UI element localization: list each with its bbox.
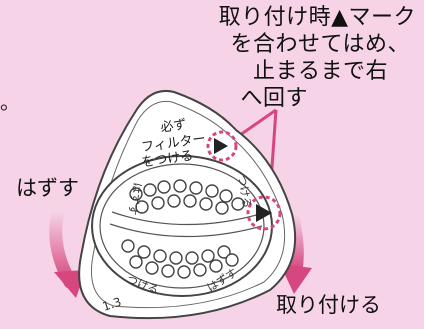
cap-label-attach-top: つける xyxy=(235,174,254,209)
align-mark-cap-icon xyxy=(246,195,282,231)
callout-line3: 止まるまで右 xyxy=(252,59,388,84)
filter-note-line1: 必ず xyxy=(160,117,188,135)
remove-label: はずす xyxy=(16,176,79,200)
callout-line1: 取り付け時▲マーク xyxy=(218,5,416,30)
attach-label: 取り付ける xyxy=(276,293,381,317)
left-stub-text: 。 xyxy=(0,90,20,114)
filter-note: 必ず フィルター をつける xyxy=(140,117,206,170)
align-mark-top-icon xyxy=(206,130,238,162)
rotate-left-arrow-icon xyxy=(49,205,86,298)
filter-note-line3: をつける xyxy=(141,148,195,170)
cap-label-remove-top: はずす xyxy=(125,181,144,216)
install-callout: 取り付け時▲マーク を合わせてはめ、 止まるまで右 へ回す xyxy=(154,4,416,112)
filter-holes xyxy=(121,179,245,279)
model-number: 1.3 xyxy=(101,295,123,314)
callout-line4: へ回す xyxy=(240,86,308,111)
callout-line2: を合わせてはめ、 xyxy=(230,32,410,57)
